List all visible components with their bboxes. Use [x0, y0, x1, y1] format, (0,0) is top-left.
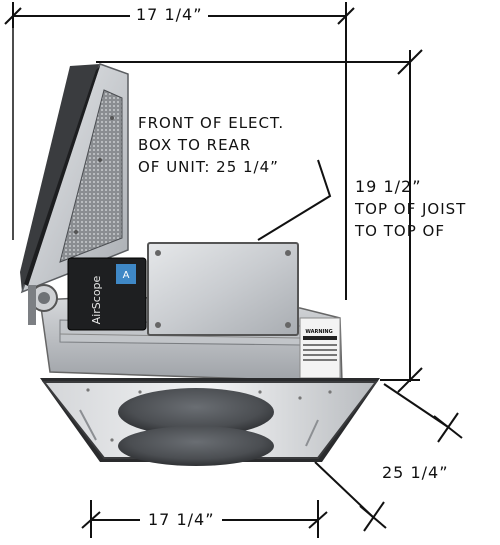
- depth-label: 25 1/4”: [382, 463, 449, 482]
- brand-label: AirScope: [90, 275, 103, 324]
- housing: A: [28, 242, 343, 383]
- elect-box-note-line-2: BOX TO REAR: [138, 136, 252, 154]
- height-label-line-2: TOP OF JOIST: [355, 200, 467, 218]
- warning-label: WARNING: [305, 329, 332, 335]
- elect-box-note-line-1: FRONT OF ELECT.: [138, 114, 285, 132]
- top-width-label: 17 1/4”: [130, 4, 209, 26]
- filter-frame: [20, 63, 129, 294]
- svg-text:A: A: [123, 270, 130, 281]
- elect-box-note-line-3: OF UNIT: 25 1/4”: [138, 158, 279, 176]
- dimension-lines: [4, 2, 463, 538]
- height-label-line-3: TO TOP OF: [355, 222, 445, 240]
- height-label-line-1: 19 1/2”: [355, 177, 422, 196]
- bottom-width-label: 17 1/4”: [140, 509, 223, 531]
- diffuser-grille: [40, 378, 380, 466]
